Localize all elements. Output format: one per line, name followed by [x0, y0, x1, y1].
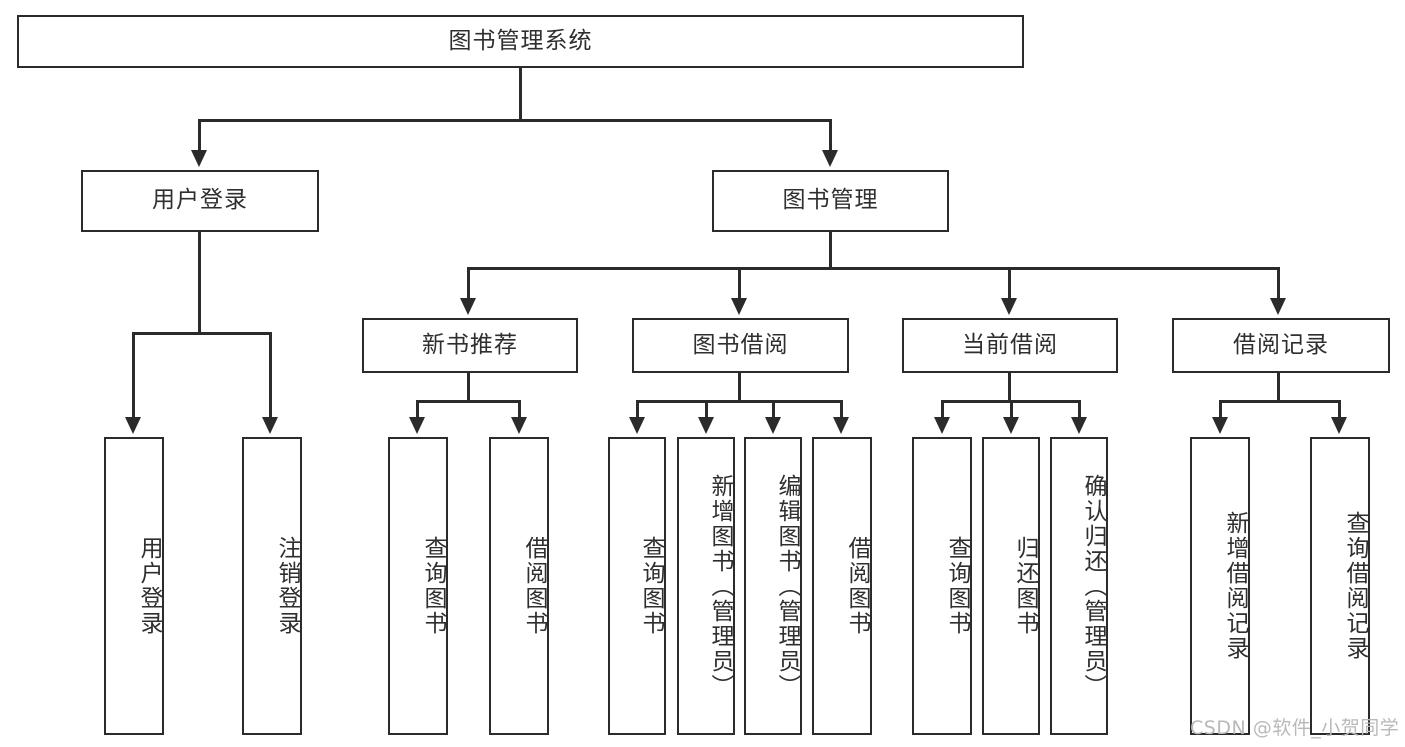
arrowhead-root-to-book-manage [822, 150, 838, 167]
connector-book-manage-to-borrow-record [1277, 267, 1280, 299]
leaf-borrow-query-book: 查询图书 [608, 437, 666, 735]
arrowhead-new-book-leaf-1 [409, 417, 425, 434]
leaf-borrow-borrow-book: 借阅图书 [812, 437, 872, 735]
connector-book-borrow-bus [636, 400, 843, 403]
arrowhead-borrow-record-leaf-2 [1331, 417, 1347, 434]
connector-user-login-to-leaf-1 [132, 332, 135, 418]
leaf-label: 确认归还（管理员） [1080, 473, 1106, 699]
connector-book-manage-to-new-book [467, 267, 470, 299]
leaf-borrow-add-book-admin: 新增图书（管理员） [677, 437, 735, 735]
connector-current-borrow-to-leaf-1 [941, 400, 944, 418]
leaf-current-return-book: 归还图书 [982, 437, 1040, 735]
connector-root-stem [519, 68, 522, 119]
leaf-borrow-edit-book-admin: 编辑图书（管理员） [744, 437, 802, 735]
leaf-current-query-book: 查询图书 [912, 437, 972, 735]
leaf-label: 新增图书（管理员） [707, 473, 733, 699]
leaf-label: 借阅图书 [521, 536, 547, 636]
leaf-label: 编辑图书（管理员） [774, 473, 800, 699]
arrowhead-borrow-record [1270, 298, 1286, 315]
arrowhead-book-borrow-leaf-2 [698, 417, 714, 434]
arrowhead-user-login-leaf-1 [125, 417, 141, 434]
leaf-label: 用户登录 [136, 536, 162, 636]
connector-user-login-bus [132, 332, 272, 335]
connector-root-to-user-login [198, 119, 201, 151]
arrowhead-new-book-recommend [460, 298, 476, 315]
connector-book-borrow-to-leaf-2 [705, 400, 708, 418]
connector-borrow-record-stem [1277, 373, 1280, 402]
arrowhead-root-to-user-login [191, 150, 207, 167]
leaf-current-confirm-return-admin: 确认归还（管理员） [1050, 437, 1108, 735]
connector-new-book-to-leaf-2 [518, 400, 521, 418]
connector-book-borrow-to-leaf-3 [772, 400, 775, 418]
node-new-book-recommend[interactable]: 新书推荐 [362, 318, 578, 373]
node-root-system[interactable]: 图书管理系统 [17, 15, 1024, 68]
arrowhead-borrow-record-leaf-1 [1212, 417, 1228, 434]
leaf-label: 查询图书 [944, 536, 970, 636]
leaf-logout-login: 注销登录 [242, 437, 302, 735]
leaf-label: 借阅图书 [844, 536, 870, 636]
connector-book-borrow-to-leaf-4 [840, 400, 843, 418]
arrowhead-book-borrow-leaf-3 [765, 417, 781, 434]
leaf-recommend-query-book: 查询图书 [388, 437, 448, 735]
connector-borrow-record-to-leaf-2 [1338, 400, 1341, 418]
node-current-borrow[interactable]: 当前借阅 [902, 318, 1118, 373]
leaf-label: 查询图书 [420, 536, 446, 636]
connector-current-borrow-to-leaf-3 [1078, 400, 1081, 418]
arrowhead-current-borrow-leaf-2 [1003, 417, 1019, 434]
connector-book-borrow-stem [738, 373, 741, 402]
node-borrow-record[interactable]: 借阅记录 [1172, 318, 1390, 373]
arrowhead-book-borrow-leaf-4 [833, 417, 849, 434]
connector-new-book-stem [467, 373, 470, 402]
arrowhead-book-borrow-leaf-1 [629, 417, 645, 434]
arrowhead-book-borrow [731, 298, 747, 315]
connector-current-borrow-to-leaf-2 [1010, 400, 1013, 418]
arrowhead-current-borrow-leaf-1 [934, 417, 950, 434]
connector-book-manage-to-current-borrow [1008, 267, 1011, 299]
arrowhead-user-login-leaf-2 [262, 417, 278, 434]
arrowhead-current-borrow-leaf-3 [1071, 417, 1087, 434]
leaf-label: 注销登录 [274, 536, 300, 636]
connector-book-manage-bus [467, 267, 1280, 270]
connector-user-login-stem [198, 232, 201, 334]
connector-user-login-to-leaf-2 [269, 332, 272, 418]
connector-borrow-record-bus [1219, 400, 1341, 403]
leaf-label: 归还图书 [1012, 536, 1038, 636]
arrowhead-new-book-leaf-2 [511, 417, 527, 434]
leaf-user-login: 用户登录 [104, 437, 164, 735]
leaf-record-query-borrow-record: 查询借阅记录 [1310, 437, 1370, 735]
leaf-label: 查询图书 [638, 536, 664, 636]
leaf-label: 查询借阅记录 [1342, 511, 1368, 661]
connector-book-manage-stem [829, 232, 832, 269]
connector-borrow-record-to-leaf-1 [1219, 400, 1222, 418]
connector-new-book-bus [416, 400, 521, 403]
connector-root-bus [198, 119, 832, 122]
node-user-login[interactable]: 用户登录 [81, 170, 319, 232]
connector-current-borrow-stem [1008, 373, 1011, 402]
connector-new-book-to-leaf-1 [416, 400, 419, 418]
node-book-management[interactable]: 图书管理 [712, 170, 949, 232]
arrowhead-current-borrow [1001, 298, 1017, 315]
connector-root-to-book-manage [829, 119, 832, 151]
leaf-record-add-borrow-record: 新增借阅记录 [1190, 437, 1250, 735]
node-book-borrow[interactable]: 图书借阅 [632, 318, 849, 373]
leaf-label: 新增借阅记录 [1222, 511, 1248, 661]
connector-book-manage-to-book-borrow [738, 267, 741, 299]
connector-book-borrow-to-leaf-1 [636, 400, 639, 418]
leaf-recommend-borrow-book: 借阅图书 [489, 437, 549, 735]
